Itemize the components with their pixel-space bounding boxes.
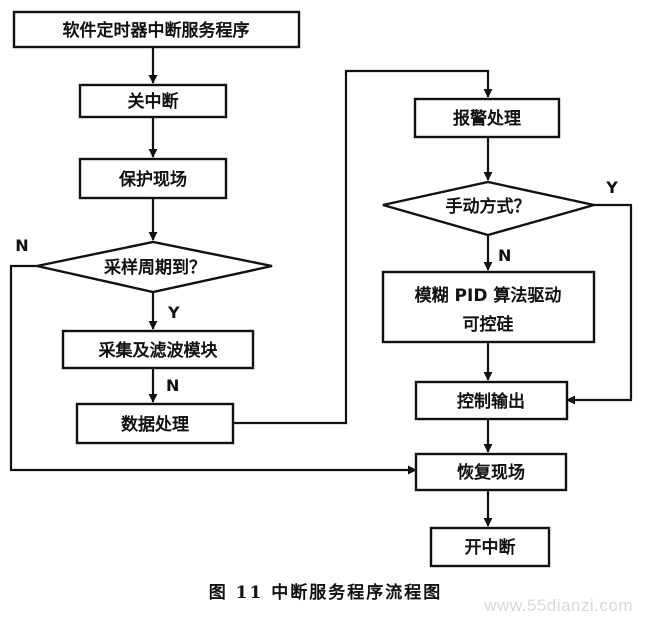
node-fuzzy-pid-label-line2: 可控硅 [463,314,514,335]
decision-manual-mode: 手动方式？ [382,180,595,237]
site-watermark: www.55dianzi.com [484,596,633,615]
node-start: 软件定时器中断服务程序 [12,10,301,49]
node-data-processing-label: 数据处理 [121,414,189,435]
node-save-context: 保护现场 [78,157,228,200]
node-fuzzy-pid: 模糊 PID 算法驱动 可控硅 [381,270,596,344]
node-enable-interrupt: 开中断 [429,526,551,568]
node-restore-context-label: 恢复现场 [457,462,525,483]
node-save-context-label: 保护现场 [118,169,187,190]
decision-sampling-period: 采样周期到？ [36,240,273,294]
edge-manual-yes-to-control [566,203,633,405]
node-restore-context: 恢复现场 [414,452,568,492]
node-fuzzy-pid-label-line1: 模糊 PID 算法驱动 [415,285,562,306]
node-acquisition-module-label: 采集及滤波模块 [98,340,219,361]
edge-label-sampling-yes: Y [167,303,180,322]
decision-manual-mode-label: 手动方式？ [446,196,531,217]
figure-caption: 图 11 中断服务程序流程图 [208,583,443,603]
node-start-label: 软件定时器中断服务程序 [63,20,250,41]
node-control-output-label: 控制输出 [457,391,525,412]
node-control-output: 控制输出 [414,380,569,421]
node-data-processing: 数据处理 [75,402,235,445]
edge-label-acquisition-n: N [166,376,179,395]
edge-label-manual-yes: Y [605,178,618,197]
edge-label-sampling-no: N [15,236,28,255]
node-acquisition-module: 采集及滤波模块 [61,329,255,370]
node-enable-interrupt-label: 开中断 [465,537,516,558]
edge-label-manual-no: N [498,246,511,265]
node-disable-interrupt: 关中断 [78,83,228,119]
edge-sampling-no-to-restore [9,264,417,475]
node-alarm-processing-label: 报警处理 [453,108,521,129]
decision-sampling-period-label: 采样周期到？ [103,257,206,278]
node-disable-interrupt-label: 关中断 [128,91,179,112]
flow-edges [9,47,633,527]
node-alarm-processing: 报警处理 [413,97,561,139]
edge-data-to-alarm [233,69,493,425]
